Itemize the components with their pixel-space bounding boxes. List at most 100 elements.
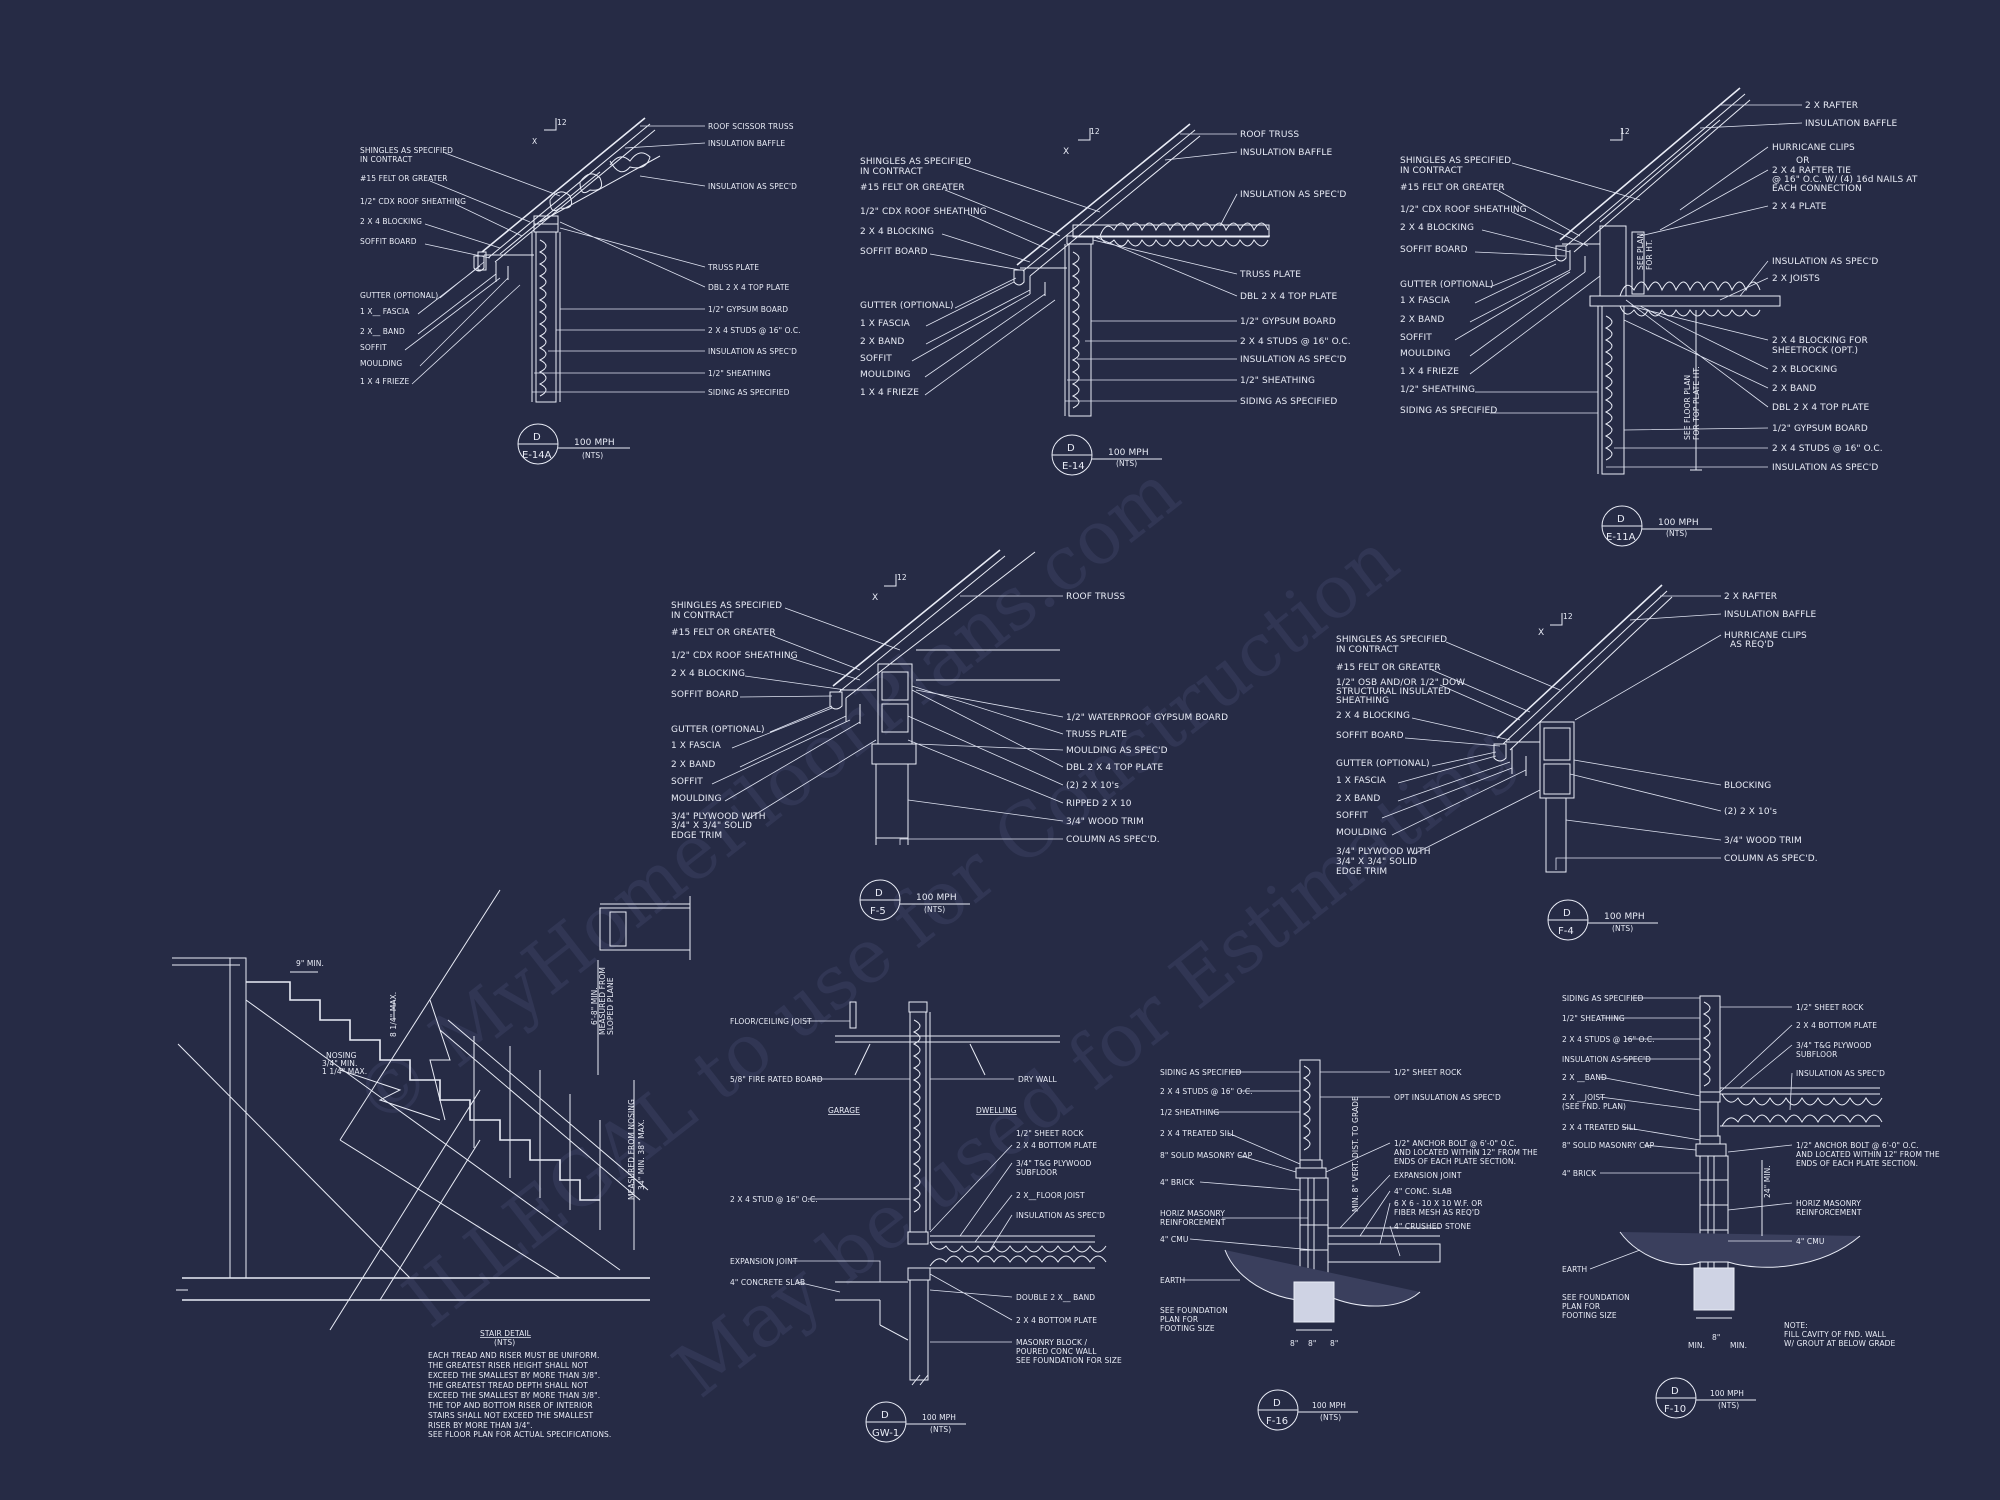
label: NOTE: [1784, 1321, 1808, 1330]
detail-stair: 9" MIN. 8 1/4" MAX. NOSING 3/4" MIN. 1 1… [172, 889, 691, 1439]
label: 2 X BAND [1336, 794, 1380, 804]
label: 8" SOLID MASONRY CAP [1562, 1141, 1655, 1150]
label: 3/4" PLYWOOD WITH [671, 812, 766, 822]
label: REINFORCEMENT [1160, 1218, 1226, 1227]
label: HURRICANE CLIPS [1724, 631, 1807, 641]
label: 1/2" CDX ROOF SHEATHING [1400, 205, 1527, 215]
label: HORIZ MASONRY [1796, 1199, 1861, 1208]
label: 1/2" CDX ROOF SHEATHING [671, 651, 798, 661]
f4-right-labels: 2 X RAFTER INSULATION BAFFLE HURRICANE C… [1724, 592, 1818, 864]
tag-note: 100 MPH [1658, 518, 1699, 528]
label: MEASURED FROM NOSING [627, 1099, 636, 1200]
label: MOULDING [671, 794, 722, 804]
label: FILL CAVITY OF FND. WALL [1784, 1330, 1887, 1339]
detail-tag-f16: D F-16 100 MPH (NTS) [1257, 1389, 1358, 1431]
label: DBL 2 X 4 TOP PLATE [708, 283, 790, 292]
label: 2 X BAND [860, 337, 904, 347]
tag-bottom: F-10 [1664, 1404, 1686, 1415]
stair-title: STAIR DETAIL [480, 1329, 532, 1338]
tag-note: 100 MPH [922, 1413, 956, 1422]
e11a-left-labels: SHINGLES AS SPECIFIED IN CONTRACT #15 FE… [1400, 156, 1527, 416]
tag-bottom: GW-1 [872, 1428, 899, 1439]
label: SOFFIT [860, 354, 892, 364]
detail-f4: 12 X SHINGLES AS SPECIFIED IN CONTRACT #… [1336, 584, 1818, 941]
label: 2 X 4 BOTTOM PLATE [1016, 1141, 1097, 1150]
pitch-label: 12 [1090, 127, 1100, 136]
label: #15 FELT OR GREATER [360, 174, 448, 183]
label: 8" SOLID MASONRY CAP [1160, 1151, 1253, 1160]
f10-left-labels: SIDING AS SPECIFIED 1/2" SHEATHING 2 X 4… [1562, 994, 1655, 1320]
tag-note: 100 MPH [916, 893, 957, 903]
label: 2 X 4 STUDS @ 16" O.C. [708, 326, 801, 335]
pitch-label: 12 [557, 118, 567, 127]
pitch-label: 12 [897, 573, 907, 582]
label: 1/2" GYPSUM BOARD [1772, 424, 1868, 434]
label: 1 X FASCIA [1336, 776, 1387, 786]
label: 4" BRICK [1562, 1169, 1597, 1178]
label: INSULATION AS SPEC'D [1240, 355, 1346, 365]
label: MOULDING [860, 370, 911, 380]
label: PLAN FOR [1160, 1315, 1198, 1324]
label: STRUCTURAL INSULATED [1336, 687, 1451, 697]
gw1-left-labels: FLOOR/CEILING JOIST 5/8" FIRE RATED BOAR… [730, 1017, 823, 1287]
label: 2 X 4 STUDS @ 16" O.C. [1772, 444, 1883, 454]
label: 1/2" SHEATHING [1240, 376, 1315, 386]
label: INSULATION AS SPEC'D [1772, 463, 1878, 473]
label: INSULATION AS SPEC'D [708, 182, 797, 191]
label: GUTTER (OPTIONAL) [671, 725, 765, 735]
e14-left-labels: SHINGLES AS SPECIFIED IN CONTRACT #15 FE… [860, 157, 987, 398]
tag-top: D [875, 888, 883, 899]
label: 1 X FASCIA [671, 741, 722, 751]
tag-nts: (NTS) [930, 1425, 951, 1434]
label: #15 FELT OR GREATER [671, 628, 776, 638]
label: INSULATION AS SPEC'D [1796, 1069, 1885, 1078]
note-line: EACH TREAD AND RISER MUST BE UNIFORM. [428, 1351, 600, 1360]
tag-top: D [1671, 1386, 1679, 1397]
tag-bottom: F-16 [1266, 1416, 1288, 1427]
label: OPT INSULATION AS SPEC'D [1394, 1093, 1501, 1102]
label: 2 X 4 STUD @ 16" O.C. [730, 1195, 818, 1204]
label: 5/8" FIRE RATED BOARD [730, 1075, 823, 1084]
label: 4" CMU [1160, 1235, 1188, 1244]
f10-dims: MIN. 8" MIN. [1688, 1333, 1747, 1350]
label: SIDING AS SPECIFIED [1562, 994, 1644, 1003]
label: 2 X __BAND [1562, 1073, 1607, 1082]
label: 3/4" T&G PLYWOOD [1016, 1159, 1092, 1168]
label: 2 X 4 BLOCKING [860, 227, 934, 237]
label: SHINGLES AS SPECIFIED [360, 146, 453, 155]
label: 8" [1330, 1339, 1338, 1348]
tag-bottom: F-4 [1558, 926, 1574, 937]
f16-right-labels: 1/2" SHEET ROCK OPT INSULATION AS SPEC'D… [1394, 1068, 1538, 1231]
label: AS REQ'D [1730, 640, 1774, 650]
label: GUTTER (OPTIONAL) [360, 291, 438, 300]
label: IN CONTRACT [1400, 166, 1463, 176]
label: IN CONTRACT [671, 611, 734, 621]
label: AND LOCATED WITHIN 12" FROM THE [1796, 1150, 1940, 1159]
label: 2 X 4 PLATE [1772, 202, 1827, 212]
detail-tag-gw1: D GW-1 100 MPH (NTS) [865, 1401, 966, 1443]
label: 1/2" OSB AND/OR 1/2" DOW [1336, 678, 1465, 688]
label: 6'-8" MIN. [590, 987, 599, 1025]
label: DOUBLE 2 X__ BAND [1016, 1293, 1095, 1302]
detail-e14: 12 X SHINGLES AS SPECIFIED IN CONTRACT #… [860, 123, 1351, 476]
label: COLUMN AS SPEC'D. [1724, 854, 1818, 864]
label: SOFFIT [1400, 333, 1432, 343]
e14-right-labels: ROOF TRUSS INSULATION BAFFLE INSULATION … [1239, 130, 1351, 407]
label: 2 X JOISTS [1772, 274, 1820, 284]
label: ROOF TRUSS [1240, 130, 1299, 140]
label: 1/2" SHEATHING [1562, 1014, 1625, 1023]
detail-gw1: FLOOR/CEILING JOIST 5/8" FIRE RATED BOAR… [730, 1001, 1122, 1443]
dwelling-label: DWELLING [976, 1106, 1017, 1115]
f5-right-labels: ROOF TRUSS 1/2" WATERPROOF GYPSUM BOARD … [1065, 592, 1228, 845]
label: 3/4" X 3/4" SOLID [671, 821, 752, 831]
detail-tag-f4: D F-4 100 MPH (NTS) [1547, 899, 1658, 941]
note-line: THE TOP AND BOTTOM RISER OF INTERIOR [427, 1401, 593, 1410]
tag-top: D [1067, 443, 1075, 454]
label: 4" BRICK [1160, 1178, 1195, 1187]
label: 3/4" T&G PLYWOOD [1796, 1041, 1872, 1050]
label: BLOCKING [1724, 781, 1771, 791]
f10-right-labels: 1/2" SHEET ROCK 2 X 4 BOTTOM PLATE 3/4" … [1784, 1003, 1940, 1348]
label: 1 1/4" MAX. [322, 1067, 367, 1076]
label: 4" CONC. SLAB [1394, 1187, 1452, 1196]
